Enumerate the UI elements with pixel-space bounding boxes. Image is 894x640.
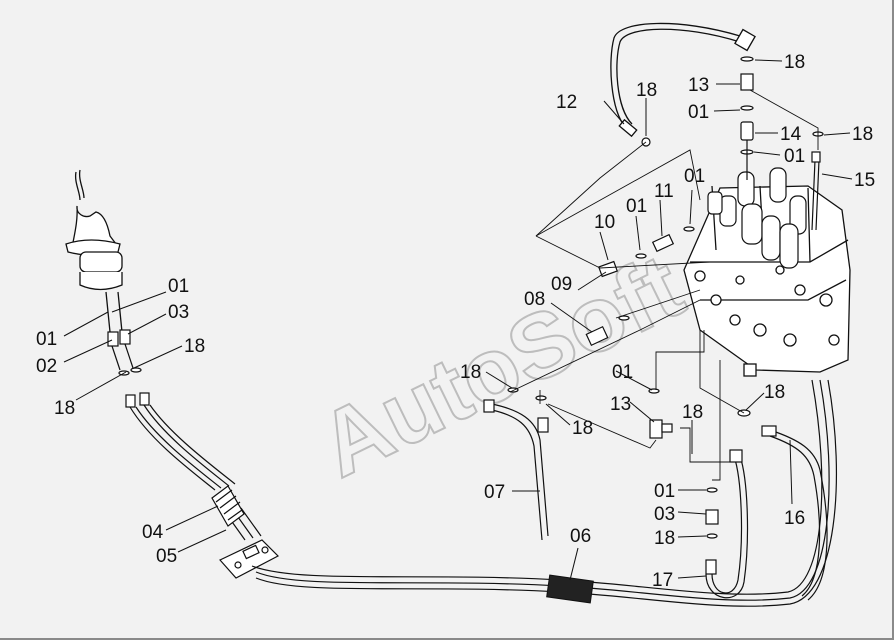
callout-label-c01a[interactable]: 01	[36, 329, 57, 350]
joystick-assembly[interactable]	[65, 169, 123, 333]
callout-label-c18h[interactable]: 18	[682, 402, 703, 423]
callout-label-c05[interactable]: 05	[156, 546, 177, 567]
mounting-bracket-05[interactable]	[219, 539, 280, 579]
joystick-hoses[interactable]	[129, 404, 262, 541]
callout-label-c18a[interactable]: 18	[184, 336, 205, 357]
callout-label-c18b[interactable]: 18	[54, 398, 75, 419]
callout-label-c03b[interactable]: 03	[654, 504, 675, 525]
callout-label-c04[interactable]: 04	[142, 522, 164, 543]
callout-label-c08[interactable]: 08	[524, 289, 545, 310]
callout-label-c15[interactable]: 15	[854, 170, 875, 191]
callout-label-c13a[interactable]: 13	[688, 75, 709, 96]
fittings-08-11[interactable]	[585, 137, 695, 347]
assembly-guide-lines	[509, 89, 819, 481]
callout-label-c18g[interactable]: 18	[764, 382, 785, 403]
callout-label-c01g[interactable]: 01	[612, 362, 633, 383]
callout-label-c11[interactable]: 11	[654, 181, 674, 202]
hose-clamp-04[interactable]	[211, 485, 245, 527]
callout-label-c18e[interactable]: 18	[852, 124, 873, 145]
hose-17[interactable]	[705, 449, 749, 599]
callout-label-c01d[interactable]: 01	[684, 166, 705, 187]
callout-label-c17[interactable]: 17	[652, 570, 673, 591]
callout-label-c18d[interactable]: 18	[784, 52, 805, 73]
hose-07[interactable]	[483, 387, 549, 541]
callout-label-c10[interactable]: 10	[594, 212, 615, 233]
callout-label-c07[interactable]: 07	[484, 482, 505, 503]
callout-label-c18c[interactable]: 18	[636, 80, 657, 101]
callout-label-c01h[interactable]: 01	[654, 481, 675, 502]
hose-sleeve-06[interactable]	[546, 574, 594, 604]
callout-label-c14[interactable]: 14	[780, 124, 802, 145]
callout-leaders	[63, 59, 853, 581]
callout-label-c09[interactable]: 09	[551, 274, 572, 295]
callout-label-c12[interactable]: 12	[556, 92, 577, 113]
callout-label-c06[interactable]: 06	[570, 526, 591, 547]
callout-label-c02[interactable]: 02	[36, 356, 57, 377]
callout-label-c01c[interactable]: 01	[626, 196, 647, 217]
callout-label-c16[interactable]: 16	[784, 508, 805, 529]
callout-label-c01e[interactable]: 01	[688, 102, 709, 123]
hose-16[interactable]	[737, 409, 828, 601]
hose-15[interactable]	[811, 151, 821, 231]
callout-label-c03a[interactable]: 03	[168, 302, 189, 323]
fitting-stack-13-14[interactable]	[740, 56, 824, 180]
callout-label-c18f[interactable]: 18	[460, 362, 481, 383]
callout-labels: 01 01 02 03 18 18 04 05 06 07 08 09 10 01 11 01 12 18 13 18…	[36, 52, 875, 591]
tee-fitting-13[interactable]	[648, 388, 673, 439]
callout-label-c18j[interactable]: 18	[654, 528, 675, 549]
callout-label-c13b[interactable]: 13	[610, 394, 631, 415]
callout-label-c18i[interactable]: 18	[572, 418, 593, 439]
valve-solenoids[interactable]	[707, 167, 807, 269]
callout-label-c01b[interactable]: 01	[168, 276, 189, 297]
watermark-text: AutoSoft	[304, 235, 698, 497]
hose-12[interactable]	[610, 22, 756, 138]
joystick-fittings[interactable]	[107, 329, 150, 408]
control-valve-block[interactable]	[683, 185, 851, 377]
callout-label-c01f[interactable]: 01	[784, 146, 805, 167]
